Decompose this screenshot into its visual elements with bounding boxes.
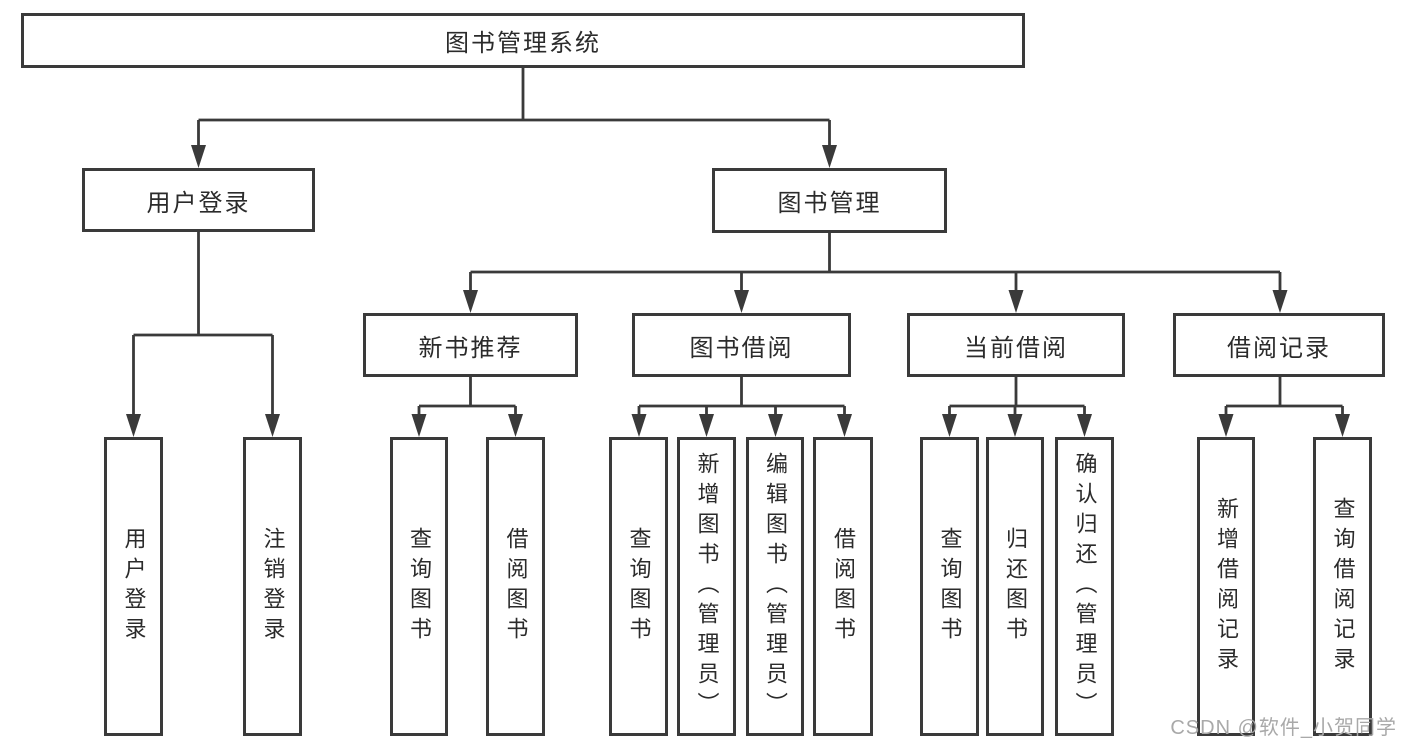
leaf-records-add-record: 新增借阅记录 [1197,437,1255,736]
leaf-borrowing-borrow-books: 借阅图书 [813,437,873,736]
watermark-text: CSDN @软件_小贺同学 [1170,717,1397,739]
leaf-current-query-books: 查询图书 [920,437,979,736]
leaf-current-confirm-return-admin: 确认归还（管理员） [1055,437,1114,736]
node-new-book-recommend: 新书推荐 [363,313,578,377]
arrowhead-icons [126,145,1350,437]
leaf-logout: 注销登录 [243,437,302,736]
node-current-borrowing: 当前借阅 [907,313,1125,377]
connector-edges [132,68,1344,417]
leaf-borrowing-add-books-admin: 新增图书（管理员） [677,437,736,736]
leaf-borrowing-edit-books-admin: 编辑图书（管理员） [746,437,804,736]
node-root-library-system: 图书管理系统 [21,13,1025,68]
leaf-current-return-books: 归还图书 [986,437,1044,736]
leaf-newrec-query-books: 查询图书 [390,437,448,736]
leaf-borrowing-query-books: 查询图书 [609,437,668,736]
node-book-management: 图书管理 [712,168,947,233]
node-book-borrowing: 图书借阅 [632,313,851,377]
leaf-newrec-borrow-books: 借阅图书 [486,437,545,736]
leaf-user-login: 用户登录 [104,437,163,736]
node-user-login: 用户登录 [82,168,315,232]
node-borrow-records: 借阅记录 [1173,313,1385,377]
leaf-records-query-record: 查询借阅记录 [1313,437,1372,736]
